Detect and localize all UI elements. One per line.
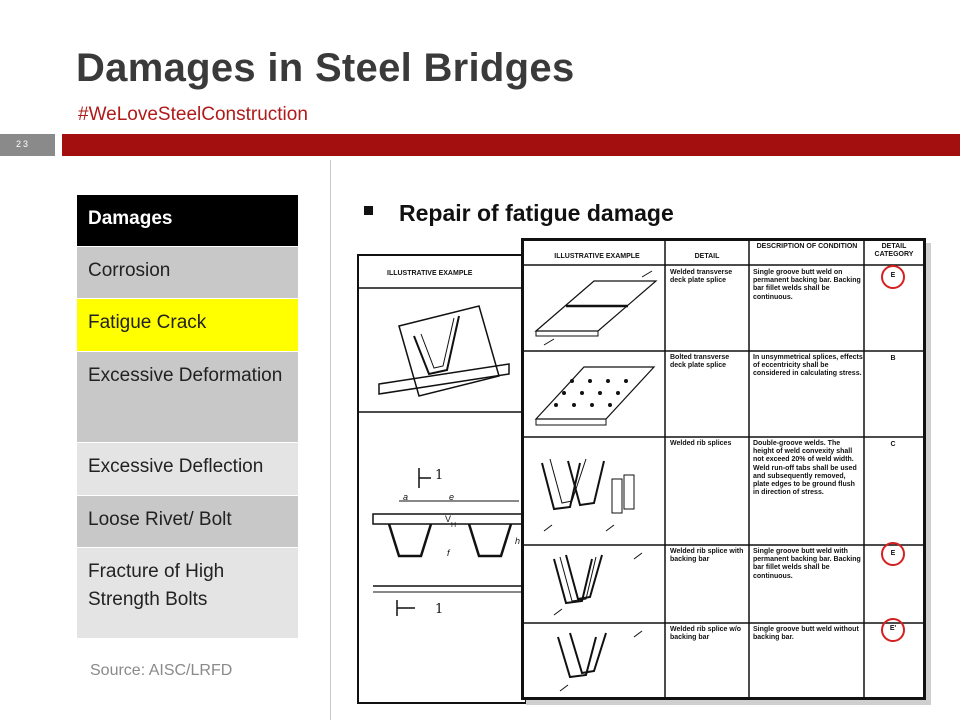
dimension-label-h: H — [451, 522, 457, 529]
bullet-heading: Repair of fatigue damage — [399, 200, 674, 226]
row5-category-highlight — [881, 618, 905, 642]
back-figure-header: ILLUSTRATIVE EXAMPLE — [387, 270, 473, 277]
column-header-category: DETAIL CATEGORY — [874, 243, 914, 258]
dimension-label-e: e — [449, 492, 455, 502]
damage-row-loose-rivet-bolt: Loose Rivet/ Bolt — [77, 496, 298, 548]
row5-description: Single groove butt weld without backing … — [753, 626, 859, 642]
row4-detail: Welded rib splice with backing bar — [670, 548, 744, 564]
detail-table-grid — [524, 241, 923, 697]
section-label-1-top: 1 — [435, 468, 444, 483]
row1-detail: Welded transverse deck plate splice — [670, 269, 733, 285]
dimension-label-f: f — [447, 548, 450, 558]
dimension-label-a: a — [403, 492, 409, 502]
accent-bar — [62, 134, 960, 156]
damage-row-excessive-deflection: Excessive Deflection — [77, 443, 298, 496]
damage-row-fatigue-crack: Fatigue Crack — [77, 299, 298, 352]
row3-category: C — [890, 441, 896, 448]
slide-number-box — [0, 134, 55, 156]
column-header-example: ILLUSTRATIVE EXAMPLE — [554, 253, 640, 260]
damage-row-fracture-bolts: Fracture of High Strength Bolts — [77, 548, 298, 639]
row4-description: Single groove butt weld with permanent b… — [753, 548, 861, 580]
slide-number: 23 — [16, 139, 31, 149]
slide-title: Damages in Steel Bridges — [76, 46, 575, 90]
dimension-label-h-height: h — [515, 536, 521, 546]
row3-description: Double-groove welds. The height of weld … — [753, 440, 857, 497]
damage-row-excessive-deformation: Excessive Deformation — [77, 352, 298, 443]
slide-subtitle: #WeLoveSteelConstruction — [78, 104, 308, 125]
row2-detail: Bolted transverse deck plate splice — [670, 354, 730, 370]
vertical-divider — [330, 160, 331, 720]
figure-front-scan: ILLUSTRATIVE EXAMPLE DETAIL DESCRIPTION … — [521, 238, 926, 700]
column-header-description: DESCRIPTION OF CONDITION — [756, 243, 858, 250]
row2-description: In unsymmetrical splices, effects of ecc… — [753, 354, 863, 378]
row2-category: B — [890, 355, 896, 362]
column-header-detail: DETAIL — [694, 253, 720, 260]
section-label-1-bottom: 1 — [435, 602, 444, 617]
dimension-label-v: V — [445, 514, 452, 524]
figure-back-scan: ILLUSTRATIVE EXAMPLE 1 a e V H f h 1 — [357, 254, 527, 704]
row1-description: Single groove butt weld on permanent bac… — [753, 269, 861, 301]
bullet-square-icon — [364, 206, 373, 215]
row5-detail: Welded rib splice w/o backing bar — [670, 626, 742, 642]
row4-category-highlight — [881, 542, 905, 566]
damages-table: Damages Corrosion Fatigue Crack Excessiv… — [77, 195, 298, 639]
source-note: Source: AISC/LRFD — [90, 662, 233, 679]
damage-row-corrosion: Corrosion — [77, 247, 298, 299]
damages-table-header: Damages — [77, 195, 298, 247]
row1-category-highlight — [881, 265, 905, 289]
row3-detail: Welded rib splices — [670, 440, 732, 447]
